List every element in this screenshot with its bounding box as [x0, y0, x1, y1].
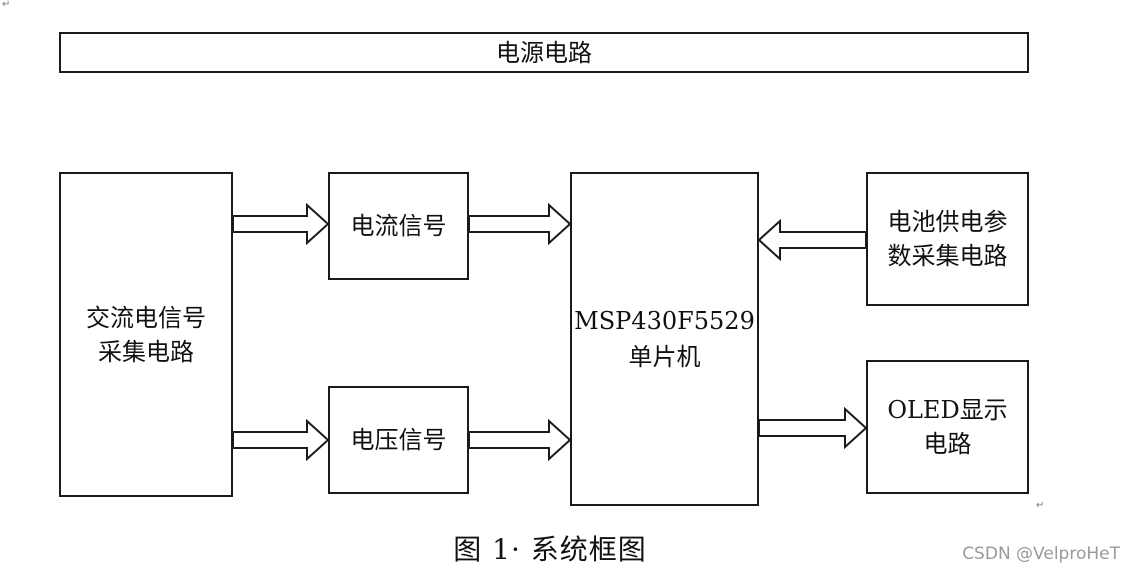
current-signal-block: 电流信号: [328, 172, 469, 280]
paragraph-mark-icon: ↵: [2, 0, 11, 10]
figure-caption: 图 1· 系统框图: [453, 533, 647, 566]
arrow-ac-to-current: [232, 202, 330, 246]
arrow-voltage-to-mcu: [468, 418, 572, 462]
battery-parameter-acquisition-block: 电池供电参 数采集电路: [866, 172, 1029, 306]
arrow-ac-to-voltage: [232, 418, 330, 462]
arrow-mcu-to-oled: [758, 406, 868, 450]
watermark: CSDN @VelproHeT: [962, 544, 1120, 564]
ac-signal-acquisition-block: 交流电信号 采集电路: [59, 172, 233, 497]
paragraph-mark-icon: ↵: [1036, 500, 1045, 511]
arrow-current-to-mcu: [468, 202, 572, 246]
oled-display-block: OLED显示 电路: [866, 360, 1029, 494]
arrow-battery-to-mcu: [757, 218, 867, 262]
mcu-block: MSP430F5529 单片机: [570, 172, 759, 506]
power-circuit-block: 电源电路: [59, 32, 1029, 73]
